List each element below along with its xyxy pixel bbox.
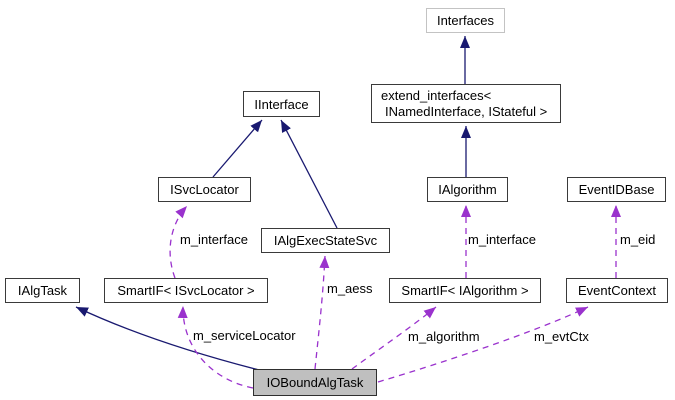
- edge-usage-smartifsvclocator-isvclocator: [169, 205, 188, 279]
- node-label: IAlgorithm: [438, 182, 497, 197]
- node-smartif-ialgorithm[interactable]: SmartIF< IAlgorithm >: [389, 278, 541, 303]
- node-label: EventContext: [577, 283, 657, 298]
- node-ioboundalgtask: IOBoundAlgTask: [253, 369, 377, 396]
- edge-inherit-ioboundalgtask-ialgtask-base: [280, 119, 338, 229]
- node-label: EventIDBase: [578, 182, 655, 197]
- edge-label-m-servicelocator: m_serviceLocator: [193, 328, 296, 343]
- node-label: ISvcLocator: [170, 182, 239, 197]
- edge-usage-ioboundalgtask-smartifialgorithm: [351, 306, 437, 370]
- node-extend-interfaces[interactable]: extend_interfaces< INamedInterface, ISta…: [371, 84, 561, 123]
- edge-usage-ioboundalgtask-eventcontext: [377, 306, 589, 383]
- edge-usage-ioboundalgtask-ialgexecstatesvc: [314, 255, 330, 370]
- node-ialgorithm[interactable]: IAlgorithm: [427, 177, 508, 202]
- node-label: SmartIF< IAlgorithm >: [401, 283, 529, 298]
- edge-label-m-evtctx: m_evtCtx: [534, 329, 589, 344]
- node-label: IAlgTask: [17, 283, 68, 298]
- edge-label-m-algorithm: m_algorithm: [408, 329, 480, 344]
- node-eventcontext[interactable]: EventContext: [566, 278, 668, 303]
- node-smartif-isvclocator[interactable]: SmartIF< ISvcLocator >: [104, 278, 268, 303]
- node-label: IAlgExecStateSvc: [273, 233, 378, 248]
- node-label: SmartIF< ISvcLocator >: [117, 283, 255, 298]
- node-eventidbase[interactable]: EventIDBase: [567, 177, 666, 202]
- edge-label-m-eid: m_eid: [620, 232, 656, 247]
- node-label: IOBoundAlgTask: [266, 375, 364, 390]
- edge-label-m-interface-left: m_interface: [180, 232, 248, 247]
- node-label: IInterface: [254, 96, 309, 112]
- node-iinterface[interactable]: IInterface: [243, 91, 320, 117]
- edge-label-m-aess: m_aess: [327, 281, 373, 296]
- node-label: Interfaces: [436, 13, 495, 28]
- node-isvclocator[interactable]: ISvcLocator: [158, 177, 251, 202]
- edge-inherit-ioboundalgtask-ialgtask: [75, 306, 260, 371]
- edge-inherit-isvclocator-iinterface: [212, 119, 263, 178]
- edge-usage-ioboundalgtask-smartifsvclocator: [177, 305, 254, 389]
- node-ialgexecstatesvc[interactable]: IAlgExecStateSvc: [261, 228, 390, 253]
- node-label-line1: extend_interfaces<: [381, 87, 492, 103]
- node-interfaces[interactable]: Interfaces: [426, 8, 505, 33]
- node-ialgtask[interactable]: IAlgTask: [5, 278, 80, 303]
- edge-label-m-interface-right: m_interface: [468, 232, 536, 247]
- node-label-line2: INamedInterface, IStateful >: [385, 103, 548, 119]
